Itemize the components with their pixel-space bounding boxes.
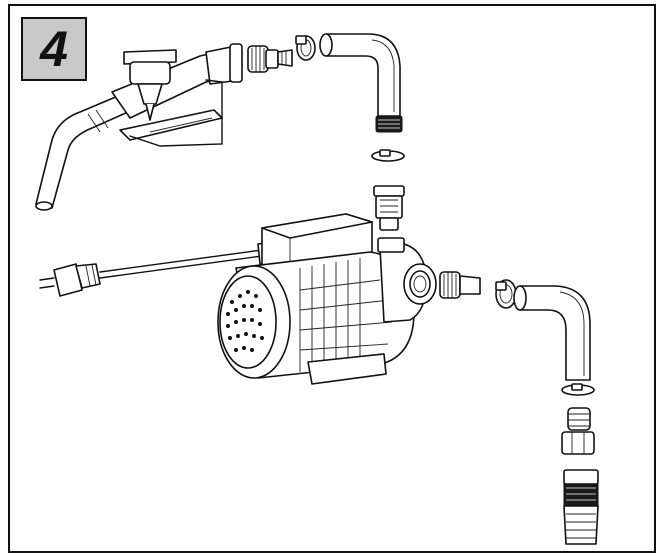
hose-clamp-icon	[371, 149, 405, 162]
threaded-adapter-icon	[561, 407, 595, 455]
bent-pipe-icon	[319, 33, 401, 117]
hose-clamp-icon	[295, 35, 316, 61]
threaded-adapter-icon	[375, 115, 403, 133]
electric-pump-icon	[217, 213, 437, 385]
hose-clamp-icon	[561, 383, 595, 396]
fuel-nozzle-icon	[35, 43, 243, 211]
hose-fitting-icon	[247, 45, 293, 73]
hose-fitting-icon	[439, 271, 481, 299]
step-number: 4	[40, 21, 68, 77]
hose-icon	[563, 469, 599, 545]
fan-grille	[226, 290, 264, 352]
bent-pipe-icon	[513, 285, 591, 381]
step-badge: 4	[21, 17, 87, 81]
threaded-adapter-icon	[373, 185, 405, 231]
hose-clamp-icon	[495, 279, 517, 309]
